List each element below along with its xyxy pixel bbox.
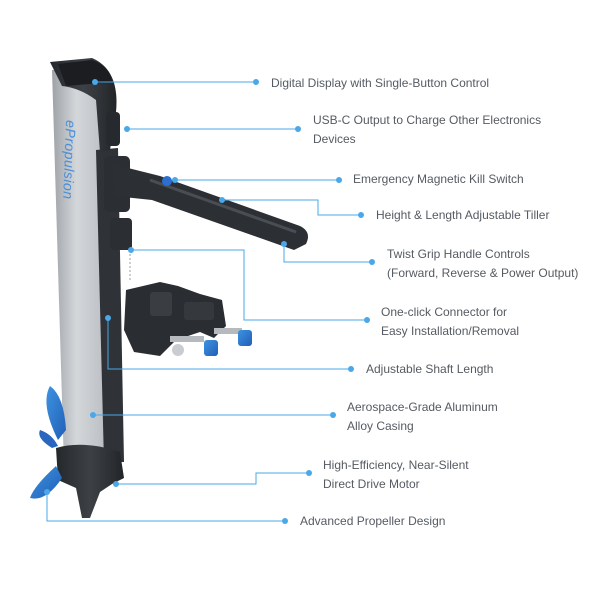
clamp-connector xyxy=(124,282,252,356)
callout-line: One-click Connector for xyxy=(381,305,508,319)
brand-text: ePropulsion xyxy=(60,120,79,200)
callout-motor: High-Efficiency, Near-Silent Direct Driv… xyxy=(323,456,469,494)
callout-display: Digital Display with Single-Button Contr… xyxy=(271,74,489,93)
clamp-knob-upper xyxy=(238,330,252,346)
callout-killswitch: Emergency Magnetic Kill Switch xyxy=(353,170,524,189)
callout-usbc: USB-C Output to Charge Other Electronics… xyxy=(313,111,541,149)
callout-line: High-Efficiency, Near-Silent xyxy=(323,458,469,472)
usb-c-port-block xyxy=(106,112,120,146)
callout-line: Alloy Casing xyxy=(347,419,414,433)
propeller-blade-upper xyxy=(46,386,66,440)
leader-motor xyxy=(116,472,309,485)
leader-dots xyxy=(44,79,375,524)
callout-shaft: Adjustable Shaft Length xyxy=(366,360,493,379)
callout-twistgrip: Twist Grip Handle Controls (Forward, Rev… xyxy=(387,245,578,283)
clamp-knob-lower xyxy=(204,340,218,356)
callout-line: Advanced Propeller Design xyxy=(300,514,446,528)
callout-propeller: Advanced Propeller Design xyxy=(300,512,445,531)
motor-illustration: ePropulsion xyxy=(30,58,308,518)
callout-line: Easy Installation/Removal xyxy=(381,324,520,338)
callout-connector: One-click Connector for Easy Installatio… xyxy=(381,303,519,341)
callout-line: (Forward, Reverse & Power Output) xyxy=(387,266,579,280)
callout-line: Adjustable Shaft Length xyxy=(366,362,494,376)
callout-line: Digital Display with Single-Button Contr… xyxy=(271,76,490,90)
callout-line: Direct Drive Motor xyxy=(323,477,420,491)
callout-line: USB-C Output to Charge Other Electronics xyxy=(313,113,542,127)
leader-twistgrip xyxy=(283,244,372,263)
propeller-blade-lower xyxy=(30,466,62,499)
leader-tiller xyxy=(222,199,361,216)
propeller-blade-back xyxy=(39,430,58,448)
display-panel xyxy=(58,60,112,86)
callout-tiller: Height & Length Adjustable Tiller xyxy=(376,206,549,225)
leader-lines xyxy=(46,81,372,522)
callout-line: Aerospace-Grade Aluminum xyxy=(347,400,498,414)
kill-switch-knob xyxy=(162,176,172,186)
connector-socket xyxy=(110,218,132,250)
motor-pod xyxy=(56,444,124,518)
leader-shaft xyxy=(107,318,351,370)
leader-propeller xyxy=(46,492,285,522)
tiller-highlight xyxy=(149,178,297,234)
leader-connector xyxy=(131,249,367,321)
tiller-arm xyxy=(112,164,308,250)
callout-line: Twist Grip Handle Controls xyxy=(387,247,530,261)
callout-line: Devices xyxy=(313,132,356,146)
callout-line: Height & Length Adjustable Tiller xyxy=(376,208,550,222)
callout-casing: Aerospace-Grade Aluminum Alloy Casing xyxy=(347,398,498,436)
callout-line: Emergency Magnetic Kill Switch xyxy=(353,172,524,186)
